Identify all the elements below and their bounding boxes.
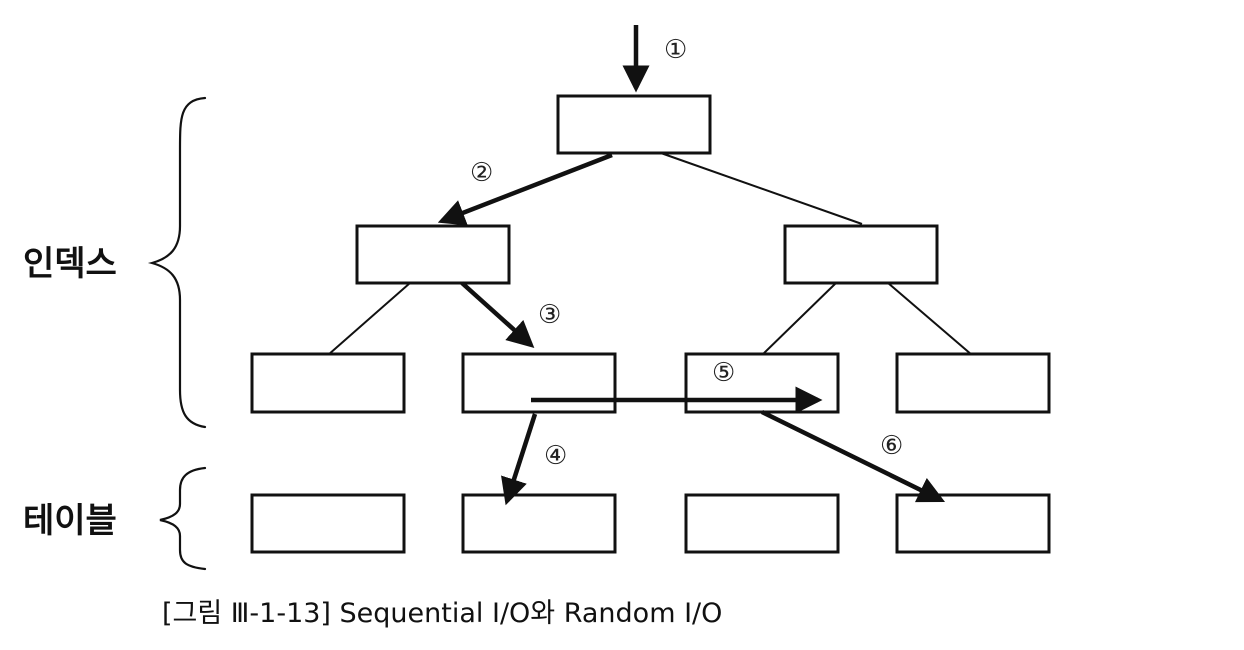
edge-root-right <box>657 151 863 225</box>
index-root-node <box>556 94 712 155</box>
table-block-1 <box>250 493 406 554</box>
step-label-3: ③ <box>538 300 561 330</box>
index-leaf-node-1 <box>250 352 406 414</box>
step-label-6: ⑥ <box>880 431 903 461</box>
index-leaf-node-4 <box>895 352 1051 414</box>
table-block-4 <box>895 493 1051 554</box>
figure-caption: [그림 Ⅲ-1-13] Sequential I/O와 Random I/O <box>162 598 722 629</box>
edge-left-leaf1 <box>327 282 411 356</box>
arrow-step-4 <box>501 413 538 506</box>
arrow-step-2 <box>437 152 613 226</box>
index-branch-node-left <box>355 224 511 285</box>
index-branch-node-right <box>783 224 939 285</box>
index-brace <box>147 96 207 429</box>
table-brace <box>159 466 207 571</box>
step-label-5: ⑤ <box>712 358 735 388</box>
index-leaf-node-2 <box>461 352 617 414</box>
step-label-2: ② <box>470 158 493 188</box>
index-leaf-node-3 <box>684 352 840 414</box>
arrow-step-6 <box>761 409 946 503</box>
table-block-3 <box>684 493 840 554</box>
step-label-4: ④ <box>544 441 567 471</box>
edge-right-leaf4 <box>887 282 973 356</box>
step-label-1: ① <box>664 35 687 65</box>
table-block-2 <box>461 493 617 554</box>
arrow-step-3 <box>460 281 535 349</box>
table-label: 테이블 <box>23 501 117 541</box>
index-label: 인덱스 <box>23 244 117 284</box>
edge-right-leaf3 <box>761 282 837 356</box>
